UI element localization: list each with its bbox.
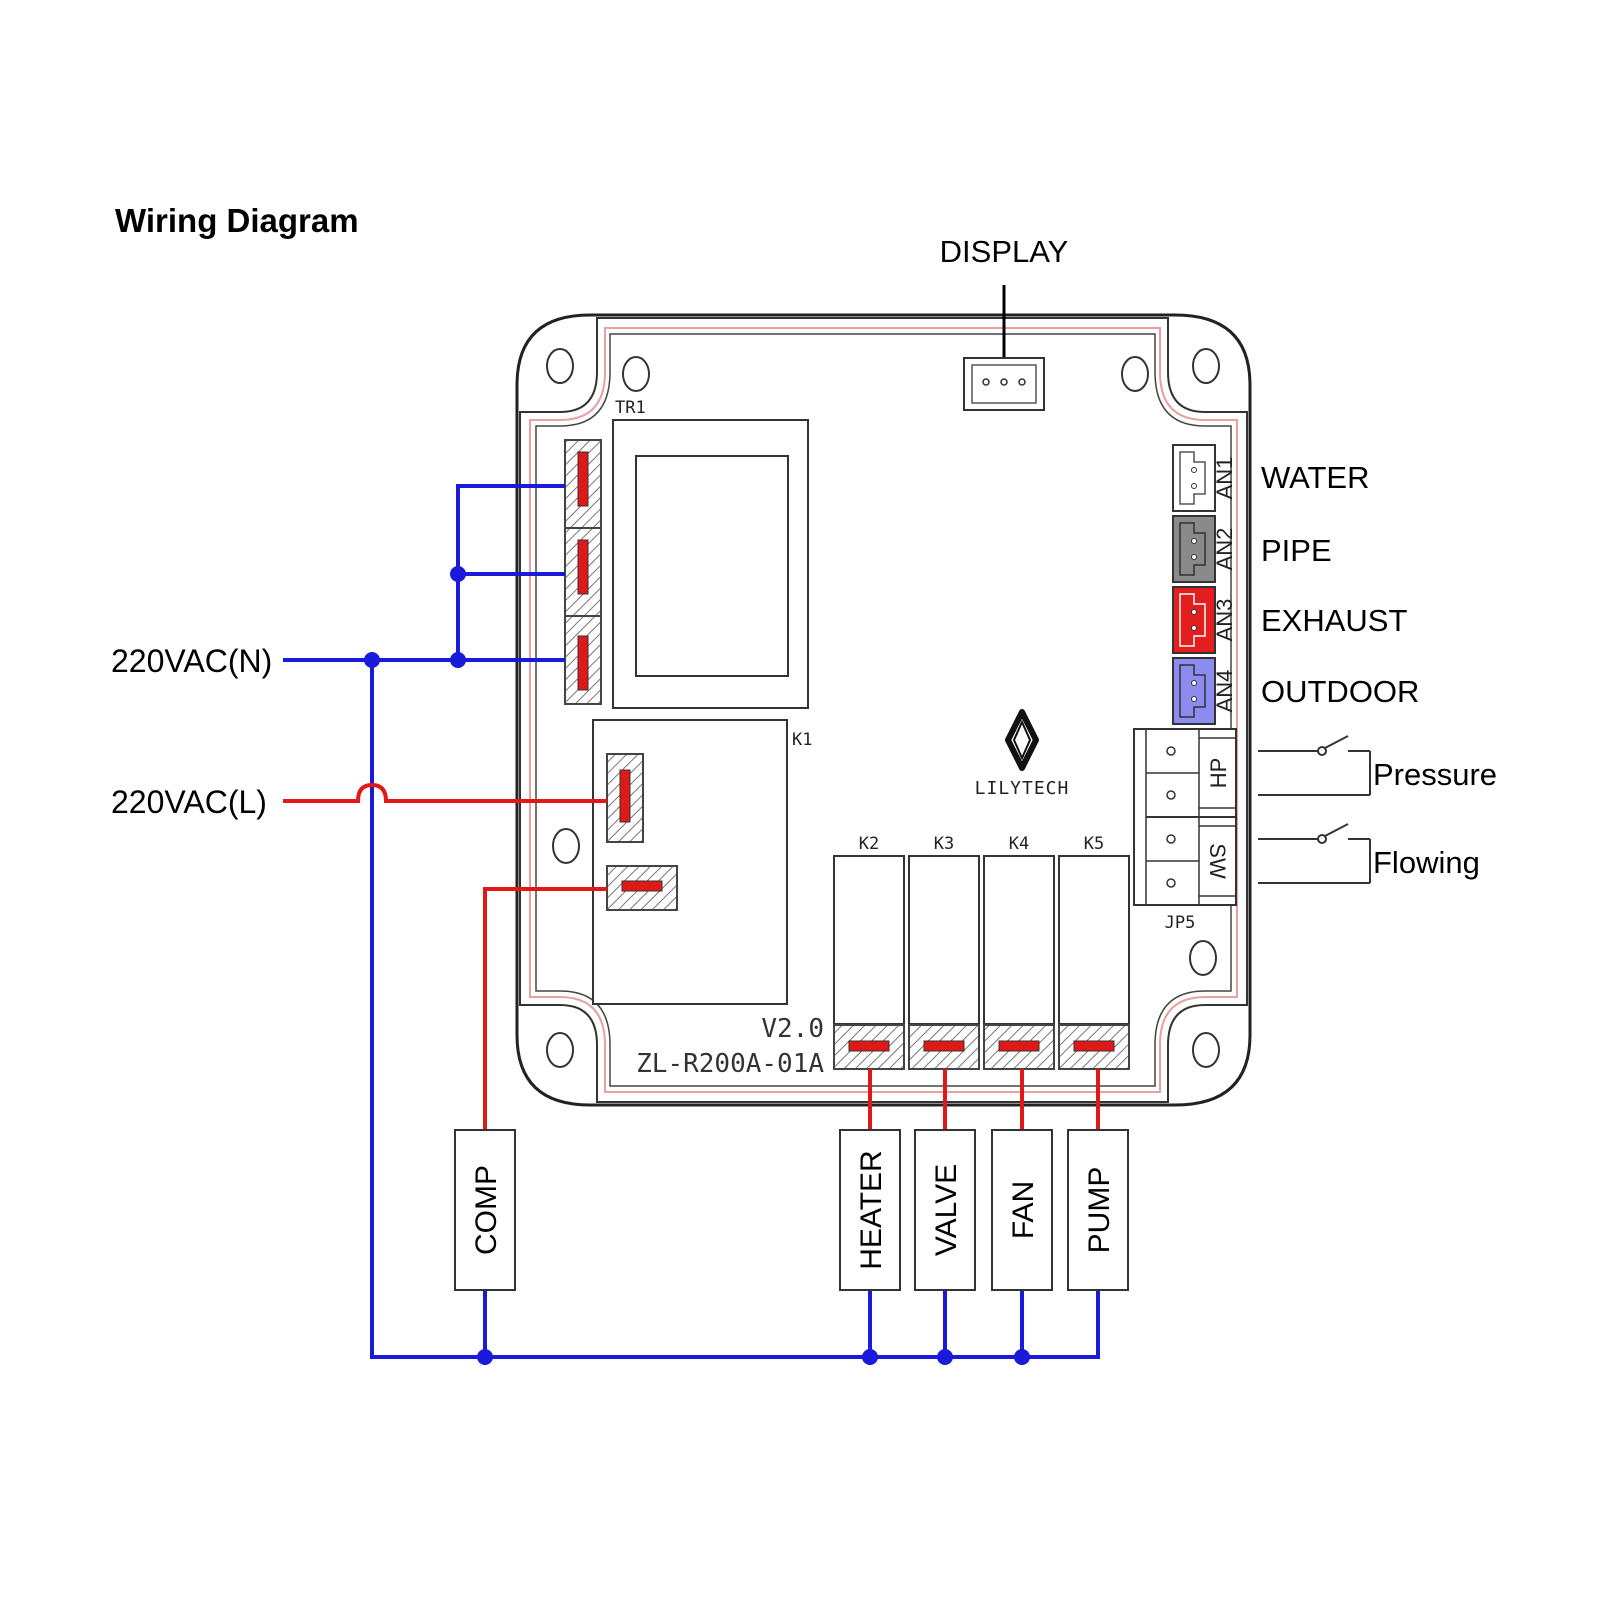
jp5-connector [1133, 728, 1237, 906]
comp-label: COMP [470, 1165, 503, 1255]
sensor-outdoor-label: OUTDOOR [1261, 674, 1419, 709]
display-label: DISPLAY [940, 234, 1069, 269]
neutral-junctions [364, 566, 1030, 1365]
k2-label: K2 [859, 834, 879, 854]
mount-hole [1192, 348, 1220, 384]
display-connector [963, 285, 1045, 411]
mount-hole [1192, 1032, 1220, 1068]
mount-hole [1121, 356, 1149, 392]
relay-k5 [1058, 855, 1130, 1025]
load-pump [1067, 1129, 1129, 1291]
sensor-water-label: WATER [1261, 460, 1370, 495]
tr1-label: TR1 [615, 398, 646, 418]
board-version: V2.0 [761, 1014, 824, 1044]
k1-terminals [606, 753, 678, 911]
an1-label: AN1 [1212, 457, 1237, 500]
load-fan [991, 1129, 1053, 1291]
sensor-connectors [1172, 444, 1216, 725]
relay-k3 [908, 855, 980, 1025]
mount-hole [552, 828, 580, 864]
flowing-switch [1258, 823, 1371, 884]
neutral-label: 220VAC(N) [111, 643, 272, 679]
relay-k2 [833, 855, 905, 1025]
mount-hole [546, 348, 574, 384]
loads [454, 1129, 1129, 1291]
load-valve [914, 1129, 976, 1291]
k3-label: K3 [934, 834, 954, 854]
pressure-switch [1258, 735, 1371, 796]
mount-hole [1189, 940, 1217, 976]
an4-label: AN4 [1212, 670, 1237, 713]
pump-label: PUMP [1083, 1167, 1116, 1254]
brand-label: LILYTECH [975, 778, 1070, 799]
heater-label: HEATER [855, 1150, 888, 1269]
board-model: ZL-R200A-01A [636, 1049, 824, 1079]
mount-hole [622, 356, 650, 392]
transformer-core [635, 455, 789, 677]
relays-k2-k5 [833, 855, 1130, 1070]
diagram-title: Wiring Diagram [115, 202, 359, 239]
k5-label: K5 [1084, 834, 1104, 854]
neutral-wiring [283, 484, 1100, 1359]
live-label: 220VAC(L) [111, 784, 267, 820]
sensor-exhaust-label: EXHAUST [1261, 603, 1407, 638]
sensor-pipe-label: PIPE [1261, 533, 1332, 568]
hp-label: HP [1206, 758, 1231, 789]
an3-label: AN3 [1212, 599, 1237, 642]
neutral-terminals [564, 439, 602, 705]
mount-hole [546, 1032, 574, 1068]
k4-label: K4 [1009, 834, 1029, 854]
load-comp [454, 1129, 516, 1291]
flowing-label: Flowing [1373, 845, 1480, 880]
fan-label: FAN [1007, 1181, 1040, 1239]
valve-label: VALVE [930, 1164, 963, 1256]
jp5-label: JP5 [1165, 913, 1196, 933]
sw-label: SW [1205, 843, 1230, 879]
k1-label: K1 [792, 730, 812, 750]
pressure-label: Pressure [1373, 757, 1497, 792]
an2-label: AN2 [1212, 528, 1237, 571]
load-heater [839, 1129, 901, 1291]
relay-k4 [983, 855, 1055, 1025]
live-wiring [283, 782, 1100, 1130]
lilytech-logo-icon [1005, 709, 1039, 771]
